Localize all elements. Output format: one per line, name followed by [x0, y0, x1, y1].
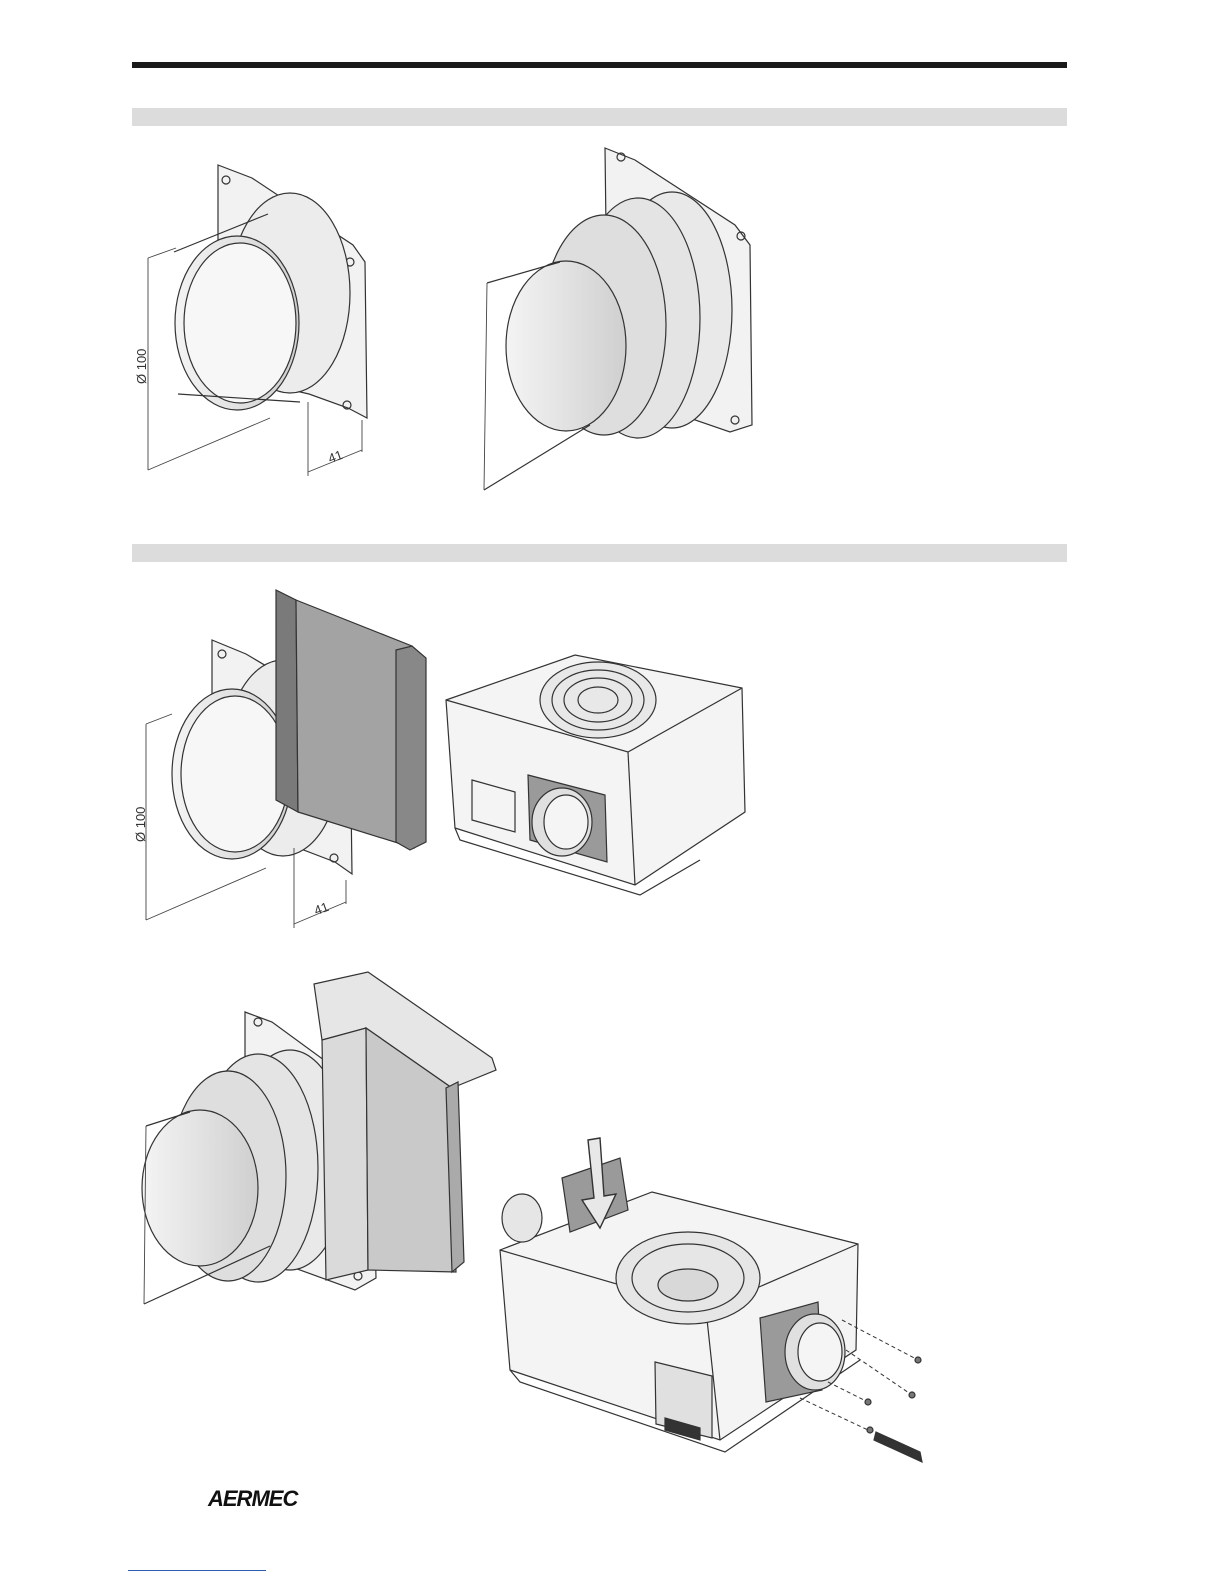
screws	[865, 1357, 922, 1462]
diameter-label-mid: Ø 100	[133, 807, 148, 842]
cassette-unit-mid	[446, 655, 745, 895]
cassette-unit-bottom	[500, 1158, 860, 1452]
collar-small-top	[174, 165, 367, 418]
brand-logo: AERMEC	[208, 1486, 297, 1512]
adapter-plate-mid	[276, 590, 426, 850]
collar-large-top	[484, 148, 752, 490]
footer-link-underline	[128, 1570, 266, 1571]
diameter-label-top: Ø 100	[134, 349, 149, 384]
adapter-plate-bottom	[314, 972, 496, 1280]
